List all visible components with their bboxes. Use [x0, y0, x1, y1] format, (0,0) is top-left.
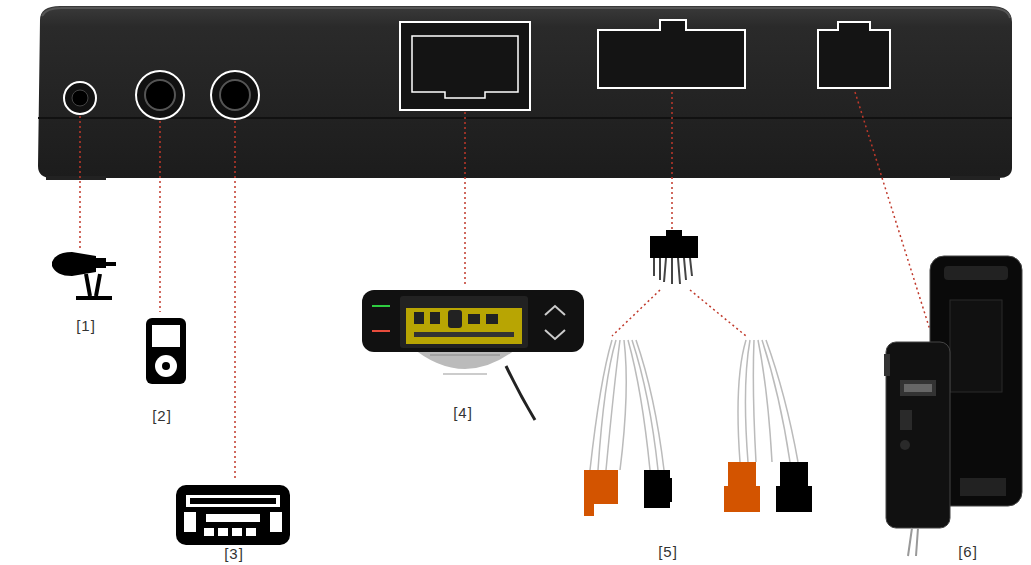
housing-foot	[46, 176, 106, 180]
callout-number: [2]	[152, 408, 172, 423]
callout-number: [4]	[453, 405, 473, 420]
display-port	[400, 22, 530, 110]
leader-lines	[80, 92, 930, 480]
display-unit-icon	[362, 290, 584, 420]
callout-number: [6]	[958, 544, 978, 559]
mic-jack	[64, 82, 96, 114]
callout-number: [5]	[658, 544, 678, 559]
radio-icon	[176, 485, 290, 545]
cradle-icon	[884, 256, 1022, 556]
audio-jack	[136, 71, 184, 119]
callout-number: [1]	[76, 318, 96, 333]
housing-edge	[42, 8, 1010, 18]
audio-jack	[211, 71, 259, 119]
housing	[38, 6, 1012, 178]
callout-number: [3]	[224, 546, 244, 561]
media-player-icon	[146, 318, 186, 384]
power-connector	[818, 22, 890, 88]
housing-seam	[38, 117, 1012, 119]
housing-foot	[950, 176, 1000, 180]
harness-cable-icon	[590, 340, 798, 470]
harness-connector	[598, 20, 745, 88]
harness-terminal-icon	[584, 462, 812, 516]
harness-plug-icon	[650, 230, 698, 284]
microphone-icon	[52, 252, 116, 298]
